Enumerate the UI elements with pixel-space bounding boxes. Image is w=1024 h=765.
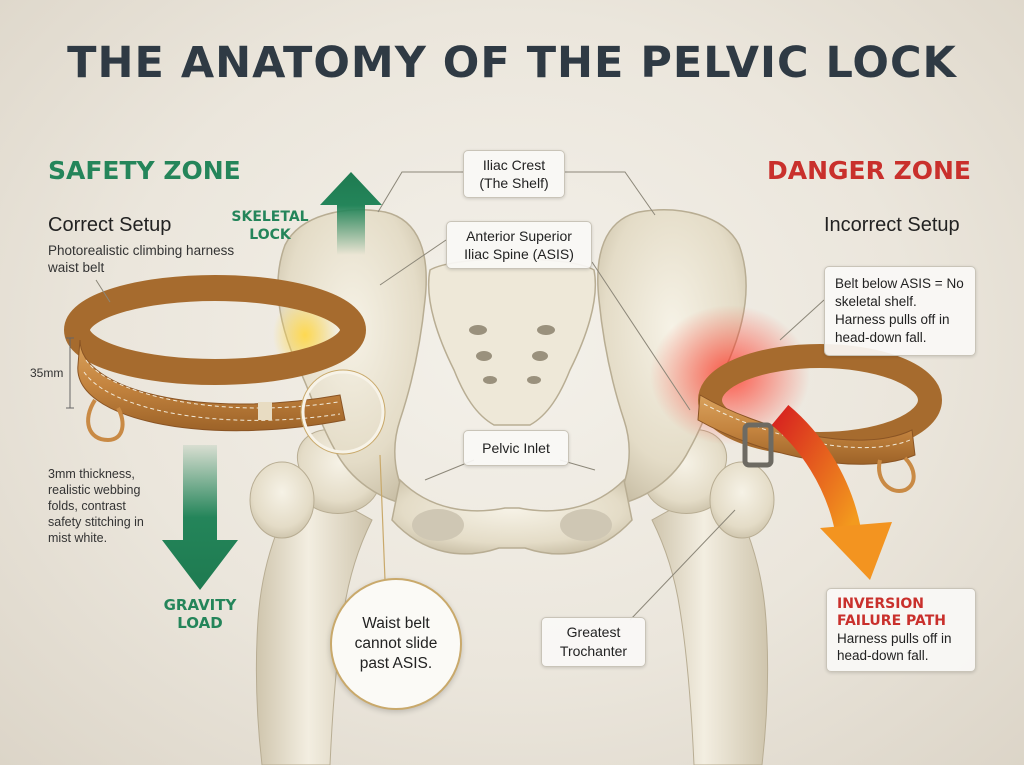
correct-harness-belt-back [64, 275, 366, 385]
leader-line [95, 279, 111, 303]
skeletal-lock-arrow [320, 172, 382, 255]
sacral-foramen [527, 376, 541, 384]
waist-belt-callout: Waist belt cannot slide past ASIS. [330, 578, 462, 710]
sacral-foramen [532, 351, 548, 361]
pelvic-inlet-callout: Pelvic Inlet [463, 430, 569, 466]
sacral-foramen [537, 325, 555, 335]
leader-line [565, 171, 656, 216]
inversion-failure-arrowhead [820, 522, 892, 580]
trochanter-callout: Greatest Trochanter [541, 617, 646, 667]
belt-description: Photorealistic climbing harness waist be… [48, 243, 235, 275]
inversion-failure-description: Harness pulls off in head-down fall. [837, 631, 952, 663]
left-obturator-foramen [412, 509, 464, 541]
leader-line [779, 299, 825, 341]
leader-line [377, 171, 463, 213]
belt-tag [258, 402, 272, 420]
right-obturator-foramen [560, 509, 612, 541]
sacral-foramen [483, 376, 497, 384]
safety-zone-title: SAFETY ZONE [48, 156, 241, 185]
belt-stitching [85, 359, 339, 409]
page-title: THE ANATOMY OF THE PELVIC LOCK [67, 38, 957, 88]
asis-detail-ring [301, 370, 385, 454]
leader-line [379, 454, 386, 581]
leader-line [629, 509, 736, 621]
incorrect-belt-callout: Belt below ASIS = No skeletal shelf. Har… [824, 266, 976, 356]
asis-callout: Anterior Superior Iliac Spine (ASIS) [446, 221, 592, 269]
gravity-load-label: GRAVITY LOAD [163, 596, 237, 632]
inversion-failure-title: INVERSION FAILURE PATH [837, 596, 946, 629]
belt-thickness-description: 3mm thickness, realistic webbing folds, … [48, 467, 144, 545]
gravity-load-arrow [162, 445, 238, 590]
correct-setup-title: Correct Setup [48, 214, 172, 236]
danger-zone-title: DANGER ZONE [767, 156, 971, 185]
sacral-foramen [469, 325, 487, 335]
belt-buckle [742, 422, 774, 468]
inversion-failure-arrow [771, 405, 861, 533]
asis-detail-ring-outline [300, 369, 386, 455]
leader-line [591, 261, 691, 411]
gear-loop [877, 456, 916, 493]
belt-width-dimension: 35mm [30, 366, 64, 380]
incorrect-setup-title: Incorrect Setup [824, 214, 960, 236]
sacral-foramen [476, 351, 492, 361]
sacrum [427, 258, 597, 426]
skeletal-lock-label: SKELETAL LOCK [231, 209, 309, 243]
iliac-crest-callout: Iliac Crest (The Shelf) [463, 150, 565, 198]
leader-line [379, 239, 447, 286]
left-greater-trochanter [249, 461, 315, 539]
gear-loop [86, 398, 125, 443]
inversion-failure-callout: INVERSION FAILURE PATH Harness pulls off… [826, 588, 976, 672]
